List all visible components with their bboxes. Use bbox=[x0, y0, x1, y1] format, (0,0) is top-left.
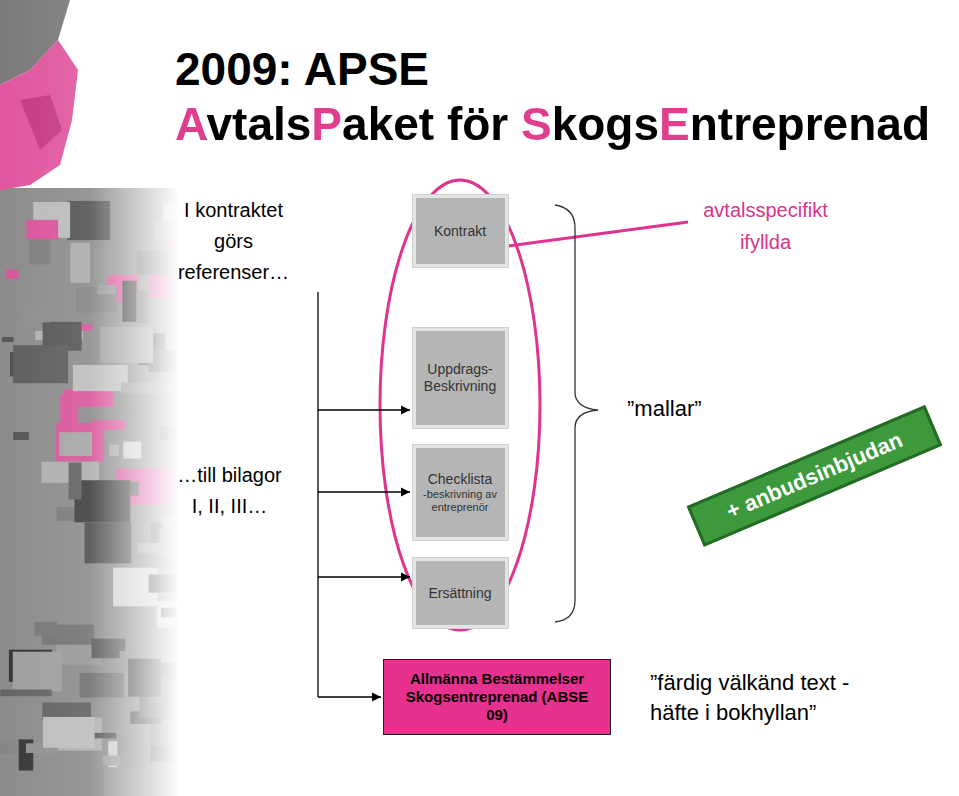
callout-note: avtalsspecifikt ifyllda bbox=[698, 194, 833, 258]
document-box: Uppdrags- Beskrivning bbox=[413, 328, 508, 428]
note: I kontraktet görs referenser… bbox=[171, 195, 296, 288]
note: ”färdig välkänd text - häfte i bokhyllan… bbox=[650, 668, 855, 728]
banner: + anbudsinbjudan bbox=[686, 405, 941, 547]
box-text: Allmänna Bestämmelser Skogsentreprenad (… bbox=[394, 670, 600, 724]
tree-arrow bbox=[318, 409, 410, 410]
tree-arrow bbox=[318, 576, 410, 577]
tree-trunk bbox=[317, 292, 318, 697]
box-text: Uppdrags- Beskrivning bbox=[422, 361, 499, 395]
subtitle: AvtalsPaket för SkogsEntreprenad bbox=[175, 98, 930, 151]
box-subtext: -beskrivning av entreprenör bbox=[422, 488, 499, 514]
note: ”mallar” bbox=[627, 394, 702, 424]
document-box: Kontrakt bbox=[413, 195, 508, 267]
reference-tree bbox=[318, 292, 410, 697]
document-box: Checklista-beskrivning av entreprenör bbox=[413, 445, 508, 540]
group-ellipse bbox=[380, 180, 540, 630]
tree-arrow bbox=[318, 491, 410, 492]
curly-bracket bbox=[555, 205, 598, 622]
tree-arrow bbox=[318, 696, 381, 697]
title: 2009: APSE bbox=[175, 43, 429, 96]
box-text: Kontrakt bbox=[434, 223, 486, 240]
photo-fade bbox=[0, 0, 180, 796]
document-box: Ersättning bbox=[413, 558, 508, 628]
box-text: Ersättning bbox=[428, 585, 491, 602]
leader-line bbox=[508, 222, 688, 246]
booklet-box: Allmänna Bestämmelser Skogsentreprenad (… bbox=[383, 659, 611, 735]
note: …till bilagor I, II, III… bbox=[172, 460, 287, 522]
box-text: + anbudsinbjudan bbox=[722, 426, 907, 526]
box-text: Checklista bbox=[428, 471, 493, 488]
